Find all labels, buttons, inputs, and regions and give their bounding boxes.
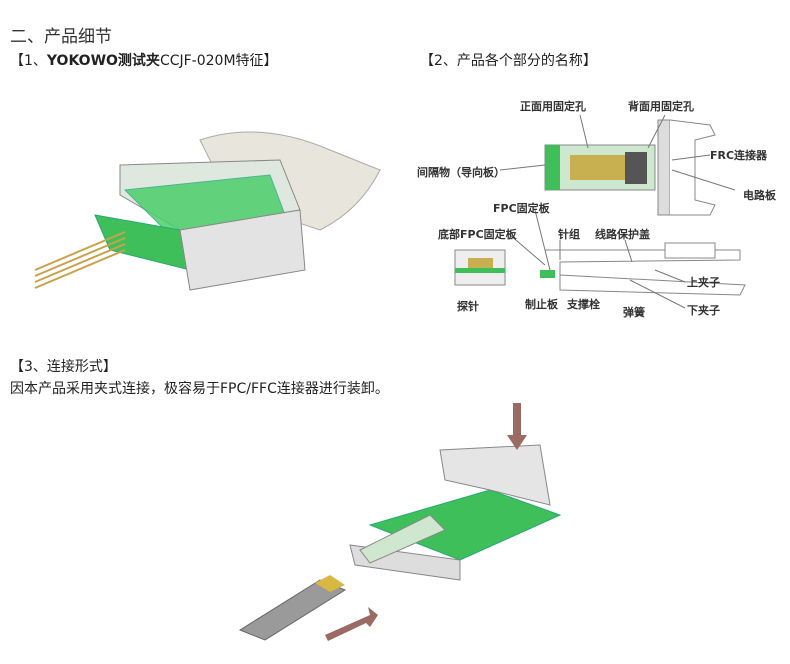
label-upper-clip: 上夹子 — [687, 276, 720, 289]
section-title: 二、产品细节 — [10, 27, 112, 47]
connection-heading: 【3、连接形式】 — [10, 359, 117, 375]
parts-diagram — [454, 114, 746, 309]
label-frc: FRC连接器 — [710, 149, 768, 162]
brand: YOKOWO测试夹 — [46, 53, 160, 69]
clip-with-hand-image — [34, 131, 381, 291]
connection-image — [238, 403, 562, 641]
label-back-hole: 背面用固定孔 — [628, 100, 694, 113]
label-pin-group: 针组 — [558, 228, 580, 241]
bracket: 】 — [263, 53, 278, 69]
label-spring: 弹簧 — [623, 306, 645, 319]
label-spacer: 间隔物（导向板） — [417, 166, 505, 179]
label-probe: 探针 — [457, 300, 479, 313]
bracket: 【1、 — [10, 53, 47, 69]
feature-heading: 【1、YOKOWO测试夹CCJF-020M特征】 — [10, 50, 278, 70]
label-stopper: 制止板 — [525, 298, 558, 311]
label-support: 支撑栓 — [567, 298, 600, 311]
label-bottom-fpc-plate: 底部FPC固定板 — [438, 228, 517, 241]
label-lower-clip: 下夹子 — [687, 304, 720, 317]
connection-text: 因本产品采用夹式连接，极容易于FPC/FFC连接器进行装卸。 — [10, 381, 389, 397]
label-front-hole: 正面用固定孔 — [520, 100, 586, 113]
label-fpc-plate: FPC固定板 — [493, 202, 550, 215]
label-cover: 线路保护盖 — [595, 228, 650, 241]
model: CCJF-020M特征 — [159, 53, 264, 69]
parts-heading: 【2、产品各个部分的名称】 — [420, 53, 597, 69]
label-pcb: 电路板 — [743, 189, 776, 202]
